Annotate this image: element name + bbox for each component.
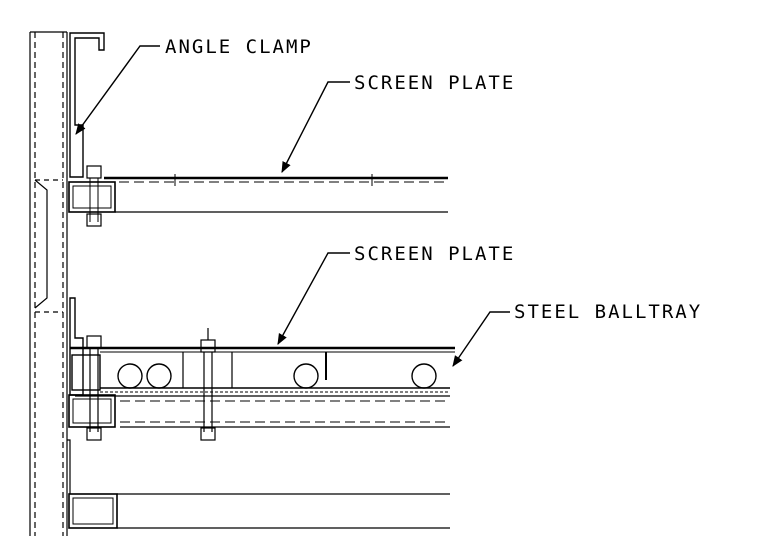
ball (117, 363, 143, 389)
bolt-left (86, 335, 102, 441)
lower-frame (68, 394, 116, 428)
label-steel-balltray: STEEL BALLTRAY (514, 301, 702, 323)
leader-screen-plate-bottom (277, 252, 350, 345)
label-screen-plate-bottom: SCREEN PLATE (354, 243, 515, 265)
vertical-post (29, 31, 68, 536)
bolt-middle (200, 328, 216, 441)
ball (293, 363, 319, 389)
label-screen-plate-top: SCREEN PLATE (354, 72, 515, 94)
lower-screen-assembly (70, 346, 455, 428)
balls (117, 363, 437, 389)
ball (146, 363, 172, 389)
angle-clamp-top (69, 32, 105, 178)
label-angle-clamp: ANGLE CLAMP (165, 36, 313, 58)
leader-lines (75, 45, 510, 367)
post-bracket (34, 179, 63, 313)
leader-steel-balltray (452, 311, 510, 367)
upper-screen-assembly (68, 165, 448, 227)
ball (411, 363, 437, 389)
bottom-frame (67, 439, 450, 529)
leader-screen-plate-top (281, 81, 350, 173)
leader-angle-clamp (75, 45, 160, 135)
